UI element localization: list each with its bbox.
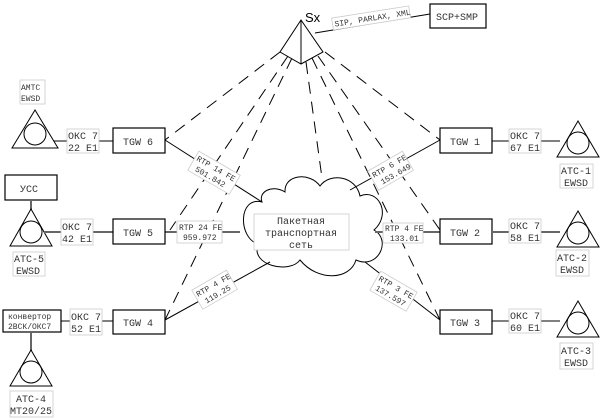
tgw3-node[interactable]: TGW 3 xyxy=(439,309,493,335)
rtp-label-tgw5: RTP 24 FE 959.972 xyxy=(176,220,222,244)
tgw4-node[interactable]: TGW 4 xyxy=(112,309,166,335)
control-link-tgw1 xyxy=(324,51,441,141)
svg-text:EWSD: EWSD xyxy=(21,95,40,104)
softswitch-label: Sx xyxy=(305,10,321,25)
svg-text:EWSD: EWSD xyxy=(564,179,588,190)
ss7-label-tgw1: ОКС 7 67 E1 xyxy=(508,128,542,155)
station-ats-4[interactable]: АТС-4 МТ20/25 xyxy=(9,349,54,418)
exchange-icon xyxy=(9,207,53,247)
control-link-network xyxy=(305,61,323,179)
svg-text:ОКС 7: ОКС 7 xyxy=(62,223,92,234)
rtp-label-tgw1: RTP 6 FE 153.649 xyxy=(367,150,414,191)
exchange-icon xyxy=(556,300,600,338)
svg-text:ОКС 7: ОКС 7 xyxy=(510,222,540,233)
tgw5-node[interactable]: TGW 5 xyxy=(112,218,166,245)
station-amts[interactable]: АМТС EWSD xyxy=(11,79,59,149)
svg-text:EWSD: EWSD xyxy=(560,266,584,277)
rtp-label-tgw6: RTP 14 FE 501.842 xyxy=(187,150,241,195)
packet-network-cloud[interactable]: Пакетная транспортная сеть xyxy=(243,176,383,277)
svg-text:133.01: 133.01 xyxy=(390,235,419,244)
station-ats-2[interactable]: АТС-2 EWSD xyxy=(555,210,600,277)
svg-text:TGW 3: TGW 3 xyxy=(450,319,480,330)
network-label-line3: сеть xyxy=(289,241,313,252)
svg-text:58 E1: 58 E1 xyxy=(510,234,540,245)
control-link-tgw3 xyxy=(311,57,441,321)
svg-text:2ВСК/ОКС7: 2ВСК/ОКС7 xyxy=(8,323,51,332)
svg-text:TGW 1: TGW 1 xyxy=(450,138,480,149)
svg-text:ОКС 7: ОКС 7 xyxy=(510,132,540,143)
station-ats-5[interactable]: АТС-5 EWSD xyxy=(9,207,53,278)
svg-text:TGW 5: TGW 5 xyxy=(123,229,153,240)
rtp-label-tgw2: RTP 4 FE 133.01 xyxy=(382,222,424,244)
network-label-line2: транспортная xyxy=(265,229,337,240)
rtp-label-tgw4: RTP 4 FE 119.25 xyxy=(191,269,238,310)
svg-text:TGW 6: TGW 6 xyxy=(123,138,153,149)
svg-text:60 E1: 60 E1 xyxy=(510,324,540,335)
svg-text:52 E1: 52 E1 xyxy=(71,325,101,336)
svg-text:EWSD: EWSD xyxy=(16,267,40,278)
tgw1-node[interactable]: TGW 1 xyxy=(439,127,493,154)
ss7-label-tgw6: ОКС 7 22 E1 xyxy=(66,128,100,155)
exchange-icon xyxy=(9,349,53,387)
rtp-label-tgw3: RTP 3 FE 137.597 xyxy=(369,270,418,312)
scp-link-label: SIP, PARLAX, XML xyxy=(331,5,412,31)
scp-node[interactable]: SCP+SMP xyxy=(429,3,487,29)
station-ats-3[interactable]: АТС-3 EWSD xyxy=(556,300,600,370)
svg-text:конвертор: конвертор xyxy=(8,313,51,322)
control-link-tgw5 xyxy=(169,55,289,231)
svg-text:МТ20/25: МТ20/25 xyxy=(10,406,52,418)
control-link-tgw2 xyxy=(317,55,441,231)
network-label-line1: Пакетная xyxy=(277,217,325,228)
uss-node[interactable]: УСС xyxy=(4,174,58,201)
ss7-label-tgw4: ОКС 7 52 E1 xyxy=(69,308,103,336)
control-links xyxy=(164,51,441,321)
ss7-label-tgw2: ОКС 7 58 E1 xyxy=(508,218,542,245)
svg-text:ОКС 7: ОКС 7 xyxy=(68,132,98,143)
svg-text:УСС: УСС xyxy=(20,185,38,196)
svg-text:АТС-1: АТС-1 xyxy=(561,167,591,178)
exchange-icon xyxy=(556,210,600,248)
station-ats-1[interactable]: АТС-1 EWSD xyxy=(556,120,600,190)
svg-text:АТС-4: АТС-4 xyxy=(16,395,46,406)
svg-text:67 E1: 67 E1 xyxy=(510,144,540,155)
svg-text:RTP 24 FE: RTP 24 FE xyxy=(179,224,222,233)
exchange-icon xyxy=(556,120,600,158)
svg-text:42 E1: 42 E1 xyxy=(62,235,92,246)
exchange-icon xyxy=(11,109,59,149)
svg-text:EWSD: EWSD xyxy=(564,359,588,370)
softswitch[interactable]: Sx xyxy=(279,10,324,65)
svg-text:АТС-3: АТС-3 xyxy=(561,347,591,358)
svg-text:959.972: 959.972 xyxy=(183,234,217,243)
svg-text:22 E1: 22 E1 xyxy=(68,144,98,155)
ss7-label-tgw5: ОКС 7 42 E1 xyxy=(60,218,94,246)
svg-text:АТС-5: АТС-5 xyxy=(14,255,44,266)
ss7-label-tgw3: ОКС 7 60 E1 xyxy=(508,308,542,335)
control-link-tgw6 xyxy=(164,51,281,141)
svg-text:ОКС 7: ОКС 7 xyxy=(510,312,540,323)
converter-node[interactable]: конвертор 2ВСК/ОКС7 xyxy=(2,309,62,333)
svg-text:RTP 4 FE: RTP 4 FE xyxy=(385,225,424,234)
tgw6-node[interactable]: TGW 6 xyxy=(112,127,166,154)
svg-text:TGW 2: TGW 2 xyxy=(450,229,480,240)
svg-text:ОКС 7: ОКС 7 xyxy=(71,313,101,324)
svg-text:АМТС: АМТС xyxy=(21,84,40,93)
svg-text:TGW 4: TGW 4 xyxy=(123,319,153,330)
scp-label: SCP+SMP xyxy=(436,13,478,24)
tgw2-node[interactable]: TGW 2 xyxy=(439,218,493,245)
svg-text:АТС-2: АТС-2 xyxy=(557,254,587,265)
